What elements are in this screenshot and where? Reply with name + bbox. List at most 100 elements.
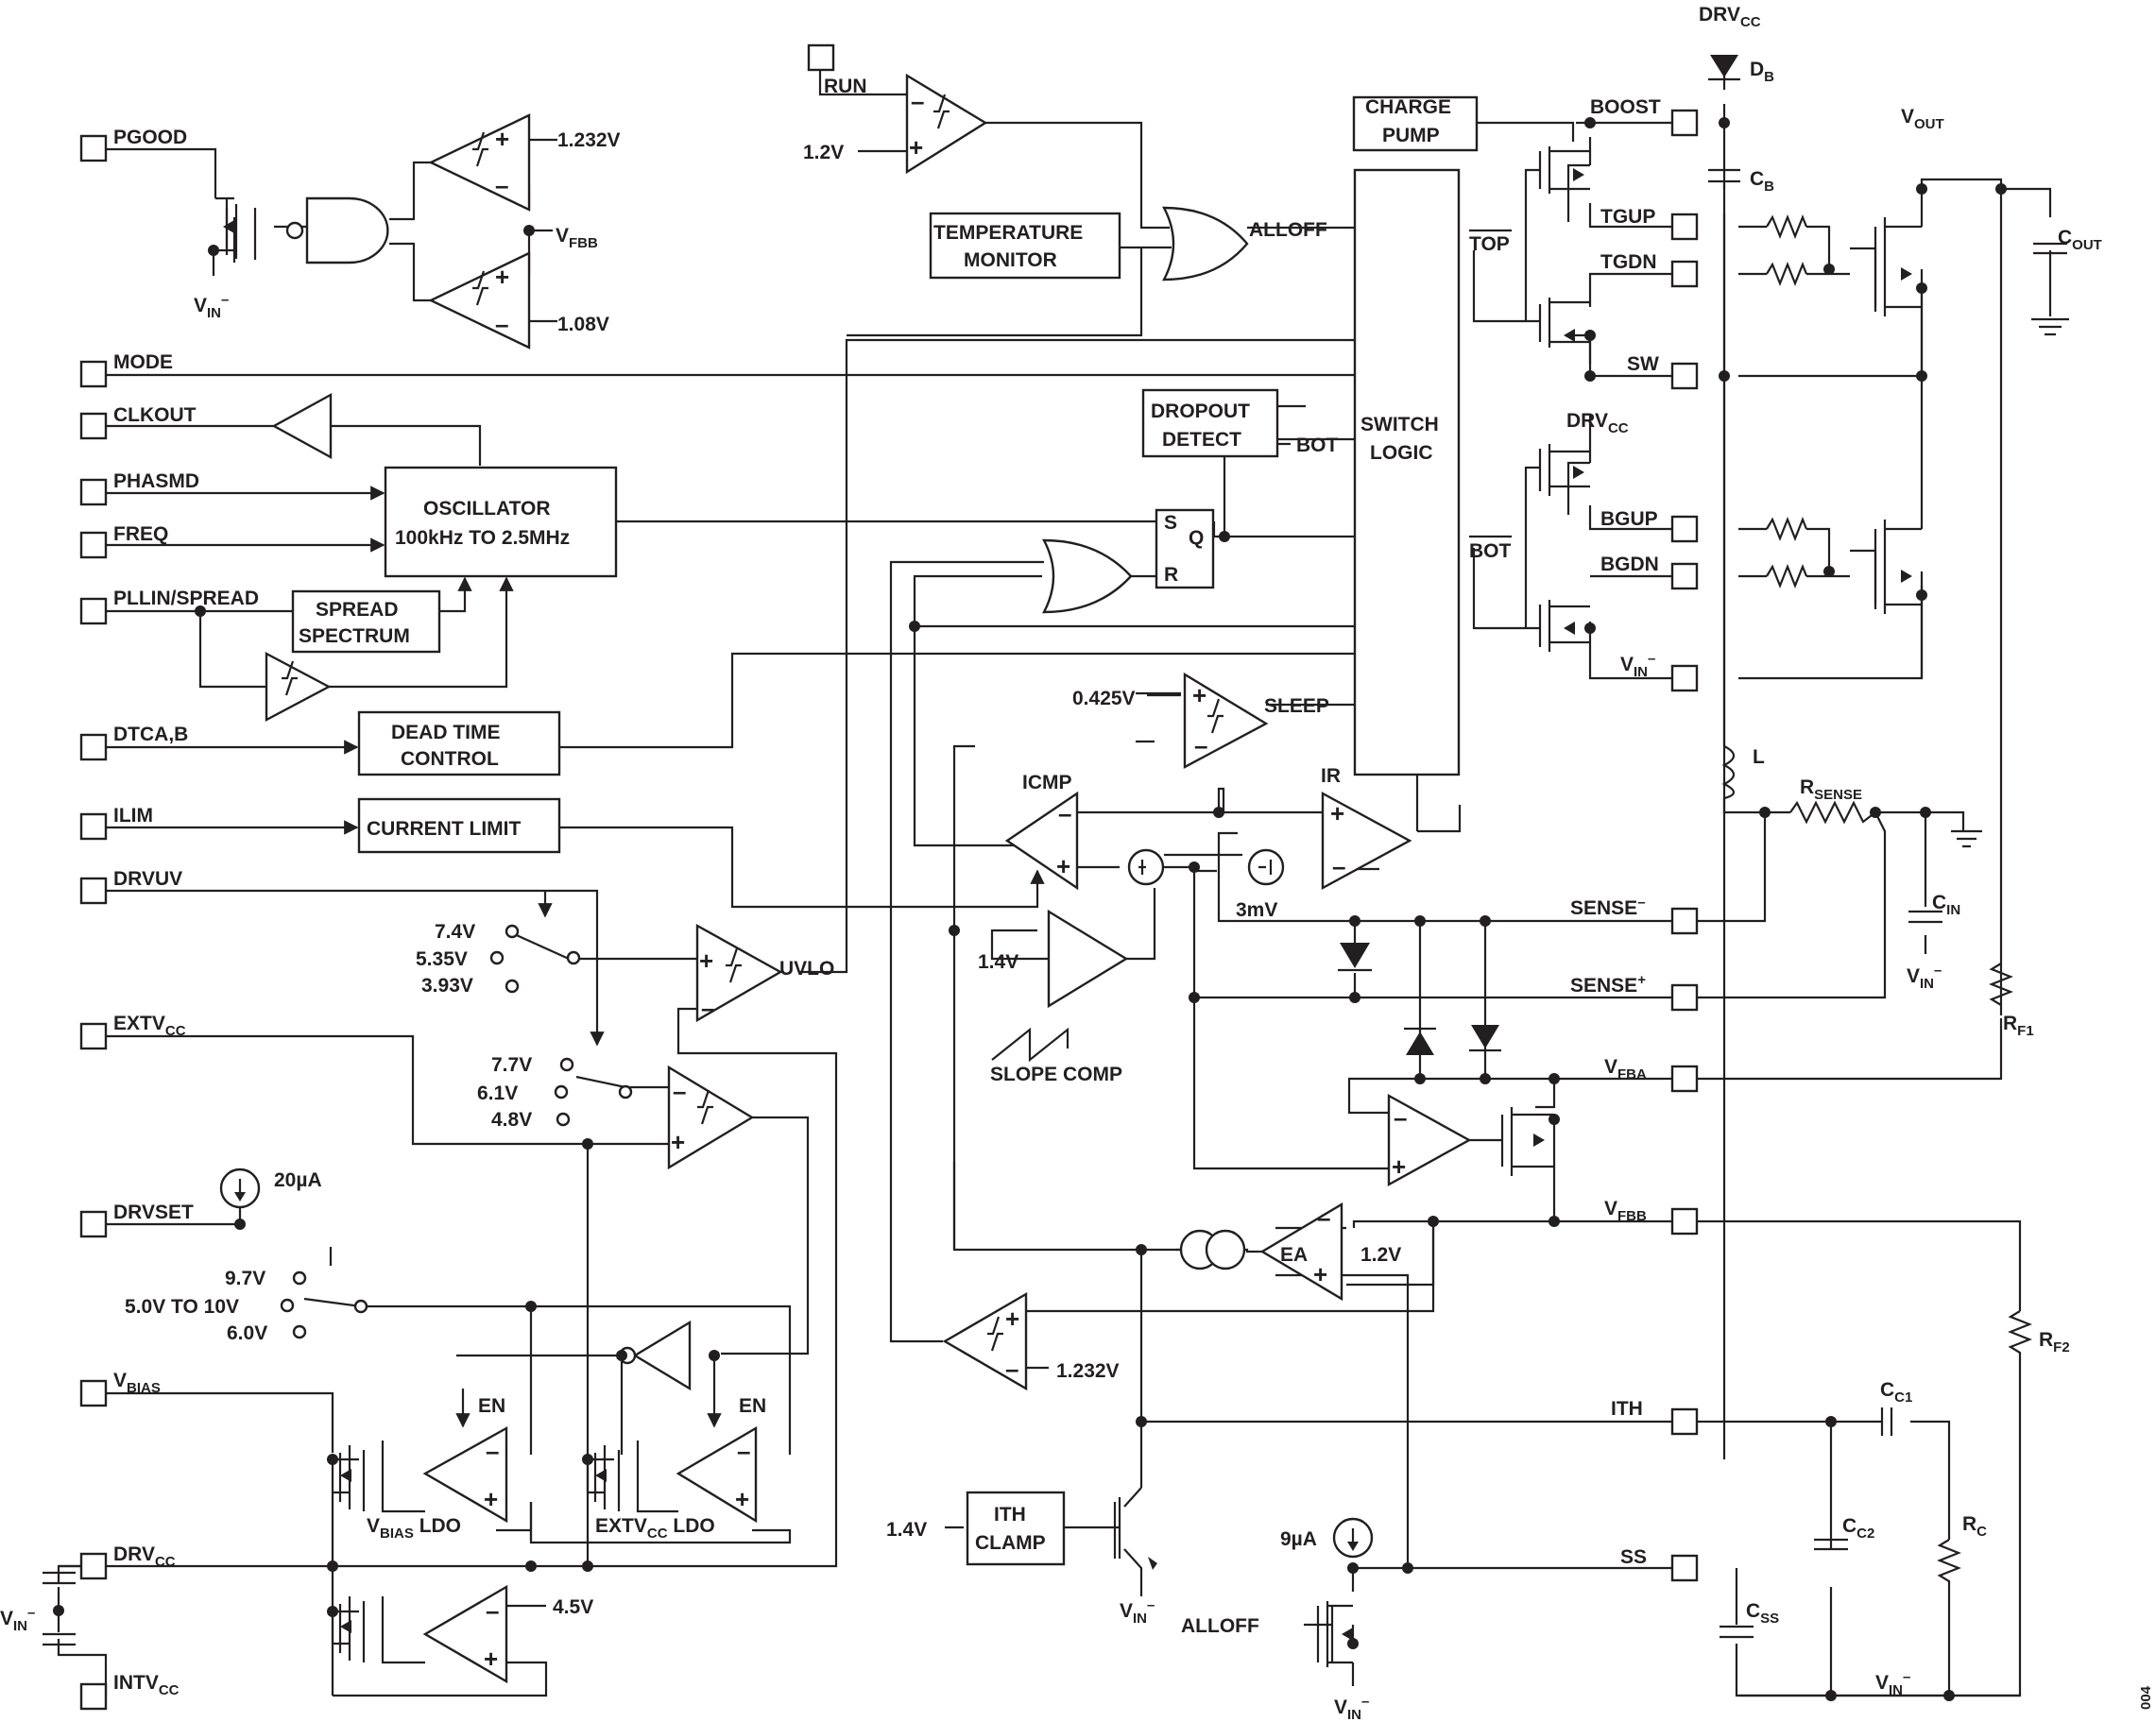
label-45v: 4.5V <box>553 1596 593 1618</box>
svg-text:+: + <box>699 946 713 975</box>
svg-text:–: – <box>1194 731 1207 759</box>
current-limit: CURRENT LIMIT <box>367 818 521 840</box>
label-cb: CB <box>1750 168 1774 195</box>
label-vin-cin: VIN– <box>1907 963 1942 992</box>
label-sleep: SLEEP <box>1264 695 1329 717</box>
switch-logic-line1: SWITCH <box>1360 414 1439 435</box>
sources <box>219 848 1374 1559</box>
label-bot: BOT <box>1469 540 1512 562</box>
svg-text:+: + <box>484 1645 498 1673</box>
pin-vin: VIN– <box>1620 651 1655 680</box>
svg-text:–: – <box>1058 799 1071 827</box>
capacitors <box>43 168 2069 1646</box>
hysteresis-icons <box>282 94 1223 1352</box>
pin-boost: BOOST <box>1590 96 1661 118</box>
label-en-1: EN <box>478 1395 505 1417</box>
pin-tgup: TGUP <box>1600 206 1655 228</box>
label-top: TOP <box>1469 233 1510 255</box>
pin-pgood: PGOOD <box>113 127 187 148</box>
label-slope-comp: SLOPE COMP <box>990 1064 1122 1085</box>
label-5to10v: 5.0V TO 10V <box>125 1296 239 1318</box>
diodes <box>1338 55 1740 1055</box>
label-60v: 6.0V <box>227 1322 267 1344</box>
label-1232v-b: 1.232V <box>1056 1360 1120 1382</box>
svg-text:+: + <box>1392 1152 1406 1181</box>
switch-logic-line2: LOGIC <box>1370 442 1433 464</box>
switches <box>280 924 633 1339</box>
logic-gates <box>285 196 1249 1365</box>
svg-text:–: – <box>737 1437 750 1465</box>
label-l: L <box>1753 746 1765 768</box>
svg-text:–: – <box>495 310 508 338</box>
pin-ilim: ILIM <box>113 805 153 827</box>
label-icmp: ICMP <box>1022 772 1072 793</box>
latch-s: S <box>1164 512 1177 534</box>
label-ea-ref: 1.2V <box>1360 1244 1401 1266</box>
label-drvcc-mid: DRVCC <box>1566 410 1629 436</box>
label-rc: RC <box>1962 1513 1987 1540</box>
label-20ua: 20µA <box>274 1169 322 1191</box>
label-74v: 7.4V <box>435 921 475 943</box>
label-css: CSS <box>1746 1600 1779 1627</box>
label-3mv: 3mV <box>1236 899 1277 921</box>
label-14v: 1.4V <box>978 951 1018 973</box>
svg-text:–: – <box>1317 1203 1330 1232</box>
latch-r: R <box>1164 564 1178 586</box>
label-vout: VOUT <box>1901 106 1944 132</box>
pin-sense-minus: SENSE– <box>1570 895 1646 919</box>
ith-clamp-line2: CLAMP <box>975 1532 1046 1554</box>
svg-text:–: – <box>1005 1355 1018 1383</box>
svg-text:+: + <box>909 133 923 162</box>
dropout-line2: DETECT <box>1162 429 1241 451</box>
amplifiers <box>265 73 1472 1684</box>
latch-q: Q <box>1189 527 1204 549</box>
label-drvcc-top: DRVCC <box>1699 4 1761 30</box>
label-97v: 9.7V <box>225 1268 265 1289</box>
label-0425v: 0.425V <box>1072 688 1136 709</box>
svg-text:–: – <box>486 1596 499 1625</box>
svg-text:–: – <box>701 994 714 1022</box>
pin-boxes <box>79 43 1699 1711</box>
label-db: DB <box>1750 59 1774 85</box>
pin-bgup: BGUP <box>1600 508 1658 530</box>
label-alloff: ALLOFF <box>1249 219 1327 241</box>
label-12v: 1.2V <box>803 142 844 163</box>
pin-ith: ITH <box>1611 1398 1643 1420</box>
svg-text:+: + <box>1005 1304 1019 1333</box>
charge-pump-line2: PUMP <box>1382 125 1440 146</box>
svg-text:–: – <box>486 1437 499 1465</box>
pin-vbias: VBIAS <box>113 1370 161 1396</box>
dead-time-line2: CONTROL <box>401 748 499 770</box>
svg-text:+: + <box>1313 1260 1327 1288</box>
label-bot-dash: BOT <box>1296 435 1339 456</box>
dead-time-line1: DEAD TIME <box>391 722 501 743</box>
slope-comp-waveform <box>991 1027 1069 1063</box>
svg-text:+: + <box>1056 852 1070 880</box>
svg-text:+: + <box>495 125 509 153</box>
label-extvcc-ldo: EXTVCC LDO <box>595 1515 715 1542</box>
pin-drvset: DRVSET <box>113 1202 194 1223</box>
label-en-2: EN <box>739 1395 766 1417</box>
pin-sense-plus: SENSE+ <box>1570 972 1646 997</box>
label-61v: 6.1V <box>477 1083 518 1104</box>
label-77v: 7.7V <box>491 1054 532 1076</box>
pin-drvcc: DRVCC <box>113 1543 176 1570</box>
label-vin-drvcc: VIN– <box>0 1605 35 1634</box>
svg-text:–: – <box>673 1077 686 1105</box>
label-rsense: RSENSE <box>1800 776 1862 803</box>
temperature-line1: TEMPERATURE <box>933 222 1083 244</box>
pin-intvcc: INTVCC <box>113 1672 180 1698</box>
label-535v: 5.35V <box>416 948 468 970</box>
label-cout: COUT <box>2058 227 2102 253</box>
pin-clkout: CLKOUT <box>113 404 197 426</box>
label-1232v: 1.232V <box>557 129 621 151</box>
label-vbias-ldo: VBIAS LDO <box>367 1515 461 1542</box>
svg-text:–: – <box>1394 1103 1407 1132</box>
svg-text:+: + <box>484 1485 498 1513</box>
label-cin: CIN <box>1932 892 1960 918</box>
label-vfbb-ref: VFBB <box>556 225 598 251</box>
pin-dtca: DTCA,B <box>113 724 188 745</box>
pin-vfbb: VFBB <box>1604 1198 1647 1224</box>
pin-bgdn: BGDN <box>1600 554 1659 575</box>
